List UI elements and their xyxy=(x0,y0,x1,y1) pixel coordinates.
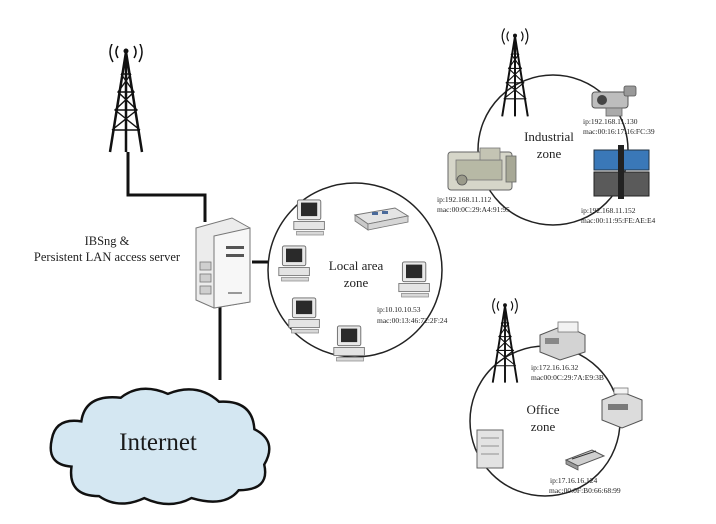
office-zone-name-line2: zone xyxy=(531,419,556,434)
printer-icon xyxy=(601,387,643,429)
office-scanner-mac: mac:00:0F:B0:66:68:99 xyxy=(549,486,621,495)
industrial-station-ip: ip:192.168.11.152 xyxy=(581,206,636,215)
industrial-camera-mac: mac:00:16:17:16:FC:39 xyxy=(583,127,655,136)
internet-label: Internet xyxy=(119,429,197,456)
local-zone-name-line1: Local area xyxy=(329,258,384,273)
office-fax-ip: ip:172.16.16.32 xyxy=(531,363,579,372)
office-scanner-ip: ip:17.16.16.124 xyxy=(550,476,598,485)
office-fax-mac: mac00:0C:29:7A:E9:3B xyxy=(531,373,604,382)
server-icon xyxy=(476,429,504,469)
industrial-machine-ip: ip:192.168.11.112 xyxy=(437,195,491,204)
server-icon xyxy=(195,217,251,309)
office-zone-name-line1: Office xyxy=(527,402,560,417)
computer-icon xyxy=(278,245,310,282)
radio-tower-icon xyxy=(108,44,144,154)
local-area-zone: Local area zone ip:10.10.10.53 mac:00:13… xyxy=(267,182,448,362)
industrial-machine-mac: mac:00:0C:29:A4:91:95 xyxy=(437,205,510,214)
network-switch-icon xyxy=(353,207,410,231)
local-zone-name-line2: zone xyxy=(344,275,369,290)
industrial-zone: ip:192.168.11.130 mac:00:16:17:16:FC:39 … xyxy=(437,28,656,226)
industrial-station-mac: mac:00:11:95:FE:AE:E4 xyxy=(581,216,656,225)
computer-icon xyxy=(398,261,430,298)
local-device-ip: ip:10.10.10.53 xyxy=(377,305,421,314)
scanner-icon xyxy=(564,449,606,471)
industrial-machine-icon xyxy=(447,147,517,191)
computer-icon xyxy=(293,199,325,236)
office-zone: ip:172.16.16.32 mac00:0C:29:7A:E9:3B Off… xyxy=(469,297,643,497)
computer-icon xyxy=(288,297,320,334)
fax-icon xyxy=(539,321,586,361)
industrial-zone-name-line1: Industrial xyxy=(524,129,574,144)
industrial-zone-name-line2: zone xyxy=(537,146,562,161)
industrial-camera-ip: ip:192.168.11.130 xyxy=(583,117,638,126)
local-device-mac: mac:00:13:46:72:2F:24 xyxy=(377,316,448,325)
camera-icon xyxy=(591,85,637,117)
server-label-line1: IBSng & xyxy=(85,234,130,248)
computer-icon xyxy=(333,325,365,362)
workstation-icon xyxy=(593,145,650,199)
server-label-line2: Persistent LAN access server xyxy=(34,250,181,264)
